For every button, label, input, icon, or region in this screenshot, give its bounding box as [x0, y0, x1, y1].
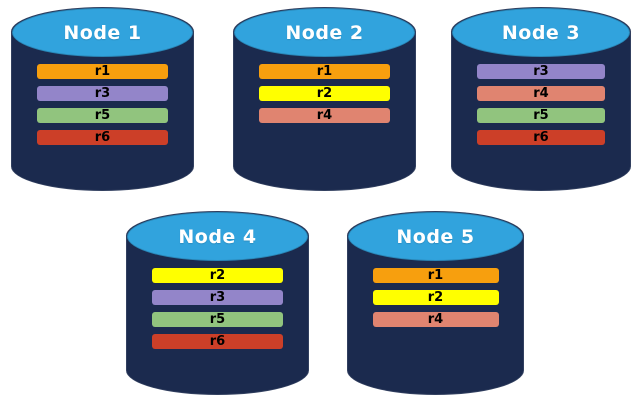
- record-label: r4: [427, 311, 444, 327]
- record-bar-r1[interactable]: r1: [259, 63, 390, 79]
- record-label: r1: [427, 267, 444, 283]
- cylinder-top-ellipse: Node 5: [348, 212, 523, 262]
- cylinder-top-ellipse: Node 2: [234, 8, 415, 58]
- database-node-4[interactable]: Node 4 r2 r3 r5 r6: [127, 212, 308, 394]
- record-bar-r2[interactable]: r2: [259, 85, 390, 101]
- node-title: Node 1: [63, 21, 142, 44]
- record-label: r1: [94, 63, 111, 79]
- node-title: Node 3: [501, 21, 581, 44]
- record-label: r5: [209, 311, 226, 327]
- record-bar-r3[interactable]: r3: [37, 85, 168, 101]
- record-bar-r4[interactable]: r4: [372, 311, 499, 327]
- database-node-3[interactable]: Node 3 r3 r4 r5 r6: [452, 8, 630, 190]
- record-label: r4: [316, 107, 333, 123]
- record-list: r1 r3 r5 r6: [37, 63, 168, 145]
- record-bar-r1[interactable]: r1: [372, 267, 499, 283]
- record-bar-r6[interactable]: r6: [152, 333, 283, 349]
- record-label: r5: [94, 107, 111, 123]
- record-bar-r5[interactable]: r5: [476, 107, 606, 123]
- record-label: r6: [533, 129, 549, 145]
- node-title: Node 2: [285, 21, 364, 44]
- record-bar-r6[interactable]: r6: [37, 129, 168, 145]
- record-label: r4: [533, 85, 549, 101]
- record-label: r2: [209, 267, 226, 283]
- record-bar-r3[interactable]: r3: [152, 289, 283, 305]
- node-title: Node 5: [396, 225, 475, 248]
- record-label: r3: [94, 85, 111, 101]
- record-label: r2: [316, 85, 333, 101]
- record-label: r5: [533, 107, 549, 123]
- record-list: r2 r3 r5 r6: [152, 267, 283, 349]
- cylinder-top-ellipse: Node 3: [452, 8, 630, 58]
- record-bar-r3[interactable]: r3: [476, 63, 606, 79]
- record-label: r3: [533, 63, 549, 79]
- record-bar-r5[interactable]: r5: [152, 311, 283, 327]
- record-bar-r6[interactable]: r6: [476, 129, 606, 145]
- database-node-1[interactable]: Node 1 r1 r3 r5 r6: [12, 8, 193, 190]
- database-node-5[interactable]: Node 5 r1 r2 r4: [348, 212, 523, 394]
- cylinder-top-ellipse: Node 1: [12, 8, 193, 58]
- record-bar-r1[interactable]: r1: [37, 63, 168, 79]
- cylinder-top-ellipse: Node 4: [127, 212, 308, 262]
- record-bar-r4[interactable]: r4: [476, 85, 606, 101]
- record-label: r2: [427, 289, 444, 305]
- record-label: r3: [209, 289, 226, 305]
- record-list: r1 r2 r4: [259, 63, 390, 123]
- record-bar-r2[interactable]: r2: [372, 289, 499, 305]
- record-label: r6: [94, 129, 111, 145]
- record-list: r1 r2 r4: [372, 267, 499, 327]
- record-label: r6: [209, 333, 226, 349]
- record-label: r1: [316, 63, 333, 79]
- record-bar-r2[interactable]: r2: [152, 267, 283, 283]
- record-bar-r5[interactable]: r5: [37, 107, 168, 123]
- node-title: Node 4: [178, 225, 257, 248]
- record-list: r3 r4 r5 r6: [476, 63, 606, 145]
- record-bar-r4[interactable]: r4: [259, 107, 390, 123]
- database-node-2[interactable]: Node 2 r1 r2 r4: [234, 8, 415, 190]
